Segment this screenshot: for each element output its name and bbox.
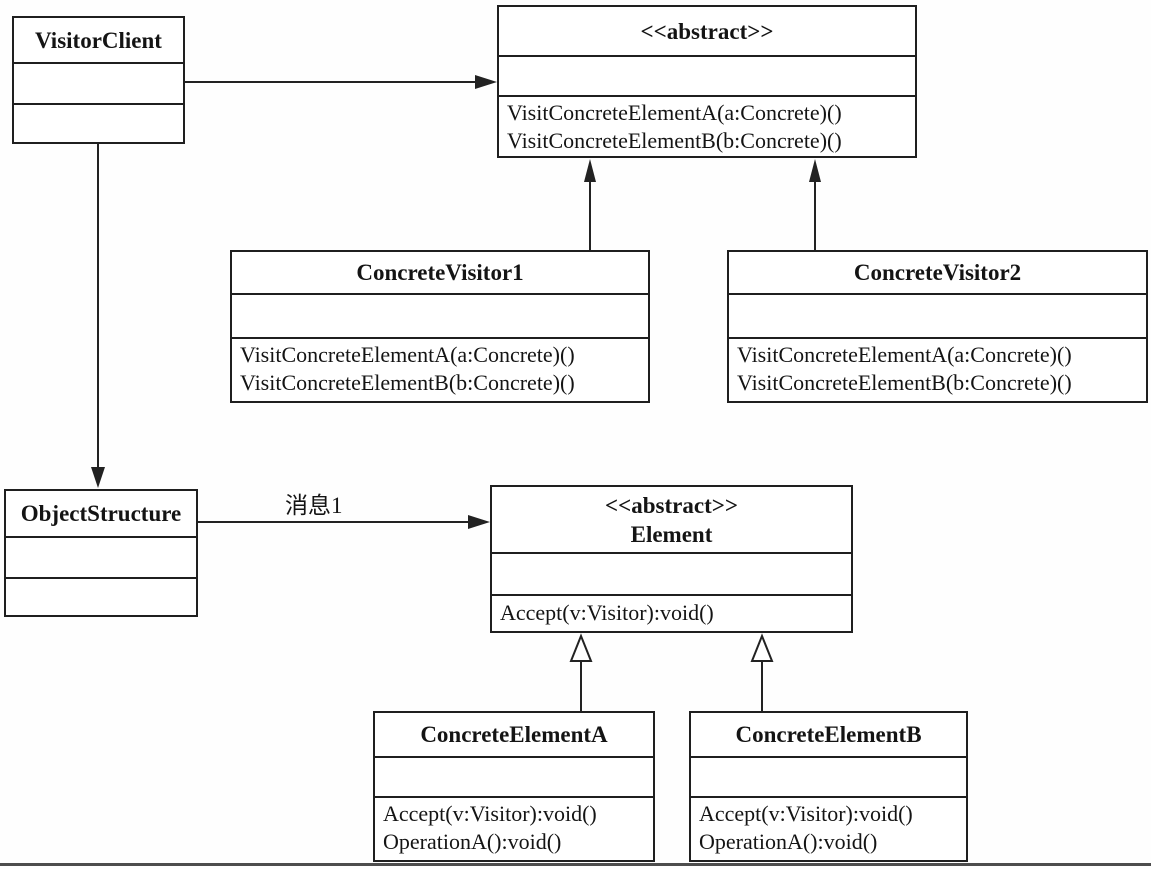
methods-compartment: VisitConcreteElementA(a:Concrete)() Visi… [499,95,915,156]
edge-concreteelementa-to-element [569,633,593,711]
edge-objectstructure-to-element [198,515,490,529]
class-abstract-visitor: <<abstract>> VisitConcreteElementA(a:Con… [497,5,917,158]
method-entry: Accept(v:Visitor):void() [383,801,597,826]
method-entry: VisitConcreteElementB(b:Concrete)() [507,128,842,153]
attributes-compartment [232,293,648,337]
class-name: ConcreteElementB [735,722,922,747]
attributes-compartment [492,552,851,594]
message-label: 消息1 [285,493,343,518]
edge-concretevisitor1-to-abstract-visitor [584,159,596,250]
class-title-compartment: ConcreteVisitor1 [232,252,648,293]
attributes-compartment [14,62,183,103]
methods-compartment: Accept(v:Visitor):void() [492,594,851,631]
method-entry: OperationA():void() [383,829,562,854]
class-name: VisitorClient [35,27,162,53]
attributes-compartment [375,756,653,796]
method-entry: VisitConcreteElementA(a:Concrete)() [507,100,842,125]
edge-visitorclient-to-abstract-visitor [185,75,497,89]
class-concrete-visitor-2: ConcreteVisitor2 VisitConcreteElementA(a… [727,250,1148,403]
method-entry: VisitConcreteElementB(b:Concrete)() [737,370,1072,395]
class-name: ConcreteVisitor1 [356,260,524,285]
attributes-compartment [691,756,966,796]
attributes-compartment [6,536,196,577]
methods-compartment [14,103,183,142]
class-abstract-element: <<abstract>> Element Accept(v:Visitor):v… [490,485,853,633]
method-entry: Accept(v:Visitor):void() [500,600,714,625]
methods-compartment: VisitConcreteElementA(a:Concrete)() Visi… [232,337,648,401]
class-title-compartment: <<abstract>> [499,7,915,55]
method-entry: VisitConcreteElementB(b:Concrete)() [240,370,575,395]
class-title-compartment: <<abstract>> Element [492,487,851,552]
class-stereotype: <<abstract>> [640,18,774,44]
class-title-compartment: ConcreteVisitor2 [729,252,1146,293]
class-title-compartment: VisitorClient [14,18,183,62]
class-title-compartment: ConcreteElementA [375,713,653,756]
class-name: ConcreteVisitor2 [853,260,1022,285]
class-name: Element [630,521,713,547]
class-object-structure: ObjectStructure [4,489,198,617]
class-concrete-element-a: ConcreteElementA Accept(v:Visitor):void(… [373,711,655,862]
methods-compartment: Accept(v:Visitor):void() OperationA():vo… [691,796,966,860]
class-title-compartment: ConcreteElementB [691,713,966,756]
bottom-border-line [0,863,1151,866]
class-concrete-visitor-1: ConcreteVisitor1 VisitConcreteElementA(a… [230,250,650,403]
class-concrete-element-b: ConcreteElementB Accept(v:Visitor):void(… [689,711,968,862]
methods-compartment: Accept(v:Visitor):void() OperationA():vo… [375,796,653,860]
class-name: ConcreteElementA [420,722,608,747]
class-stereotype: <<abstract>> [605,492,738,518]
method-entry: VisitConcreteElementA(a:Concrete)() [240,342,575,367]
methods-compartment [6,577,196,615]
class-name: ObjectStructure [20,501,182,526]
method-entry: Accept(v:Visitor):void() [699,801,913,826]
method-entry: VisitConcreteElementA(a:Concrete)() [737,342,1072,367]
methods-compartment: VisitConcreteElementA(a:Concrete)() Visi… [729,337,1146,401]
edge-concretevisitor2-to-abstract-visitor [809,159,821,250]
edge-visitorclient-to-objectstructure [91,144,105,488]
class-visitor-client: VisitorClient [12,16,185,144]
class-title-compartment: ObjectStructure [6,491,196,536]
edge-concreteelementb-to-element [750,633,774,711]
attributes-compartment [729,293,1146,337]
method-entry: OperationA():void() [699,829,878,854]
attributes-compartment [499,55,915,95]
